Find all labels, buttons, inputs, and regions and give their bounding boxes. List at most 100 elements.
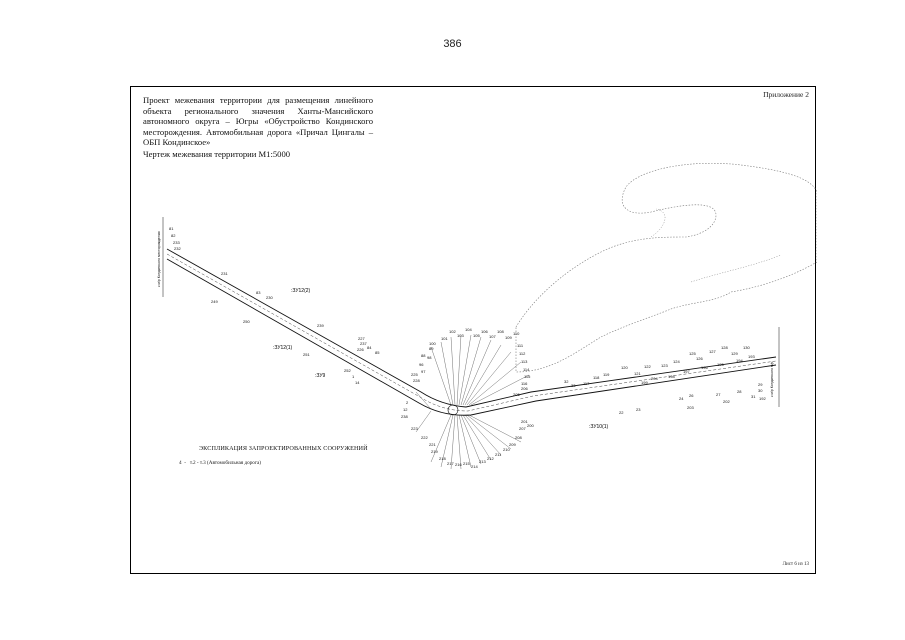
point-label: 124 [673,359,680,364]
point-label: 204 [651,376,658,381]
point-label: 227 [358,336,365,341]
point-label: 128 [721,345,728,350]
point-label: 126 [696,356,703,361]
scale-line: Чертеж межевания территории М1:5000 [143,148,291,159]
drawing-sheet: Проект межевания территории для размещен… [130,86,817,574]
point-label: 121 [634,371,641,376]
point-label: 219 [431,449,438,454]
point-label: 202 [723,399,730,404]
point-label: 119 [603,372,610,377]
point-label: 225 [411,372,418,377]
point-label: 193 [748,354,755,359]
point-label: 103 [457,333,464,338]
point-label: 228 [413,378,420,383]
point-label: 230 [266,295,273,300]
point-label: 216 [455,462,462,467]
point-label: 89 [429,346,434,351]
point-label: 211 [495,452,502,457]
point-label: 81 [169,226,174,231]
point-label: 207 [519,426,526,431]
point-label: 201 [521,419,528,424]
junction-leaders [415,334,530,470]
point-label: 195 [717,362,724,367]
sheet-number: Лист 6 из 13 [782,562,809,567]
legend-title: ЭКСПЛИКАЦИЯ ЗАПРОЕКТИРОВАННЫХ СООРУЖЕНИЙ [199,445,368,452]
point-label: 31 [751,394,756,399]
point-label: 113 [521,359,528,364]
point-label: 208 [515,435,522,440]
point-label: 96 [419,362,424,367]
point-label: 223 [411,426,418,431]
legend-item-number: 4 [179,460,182,466]
point-label: 118 [593,375,600,380]
point-label: 102 [449,329,456,334]
point-label: 120 [621,365,628,370]
point-label: 221 [429,442,436,447]
survey-drawing: :ЗУ12(2) :ЗУ12(1) :ЗУ9 :ЗУ10(1) к м/р Ко… [157,162,817,470]
legend-item-text: т.2 - т.3 (Автомобильная дорога) [189,460,262,466]
point-label: 98 [427,355,432,360]
edge-text-left: к м/р Кондинского месторождения [157,231,161,287]
parcel-label: :ЗУ12(1) [273,345,293,351]
point-label: 22 [619,410,624,415]
point-label: 213 [479,459,486,464]
point-label: 232 [174,246,181,251]
point-label: 212 [487,456,494,461]
point-label: 192 [759,396,766,401]
point-label: 251 [303,352,310,357]
point-label: 117 [583,381,590,386]
point-label: 29 [758,382,763,387]
point-label: 84 [367,345,372,350]
point-label: 231 [221,271,228,276]
point-label: 110 [513,331,520,336]
point-label: 129 [731,351,738,356]
point-label: 30 [758,388,763,393]
point-label: 130 [743,345,750,350]
point-label: 106 [481,329,488,334]
point-label: 239 [317,323,324,328]
legend-item-dash: - [182,460,189,466]
point-label: 237 [360,341,367,346]
point-label: 97 [421,369,426,374]
legend-item: 4 - т.2 - т.3 (Автомобильная дорога) [179,460,261,466]
point-label: 111 [517,343,524,348]
point-label: 108 [497,329,504,334]
point-label: 209 [509,442,516,447]
point-label: 252 [344,368,351,373]
point-label: 218 [439,456,446,461]
point-label: 127 [709,349,716,354]
parcel-label: :ЗУ10(1) [589,424,609,430]
point-label: 88 [421,353,426,358]
point-label: 194 [736,358,743,363]
point-label: 27 [716,392,721,397]
terrain-contour-inner [650,208,782,283]
point-label: 116 [521,381,528,386]
point-label: 122 [644,364,651,369]
point-label: 100 [429,341,436,346]
point-label: 109 [505,335,512,340]
point-label: 32 [564,379,569,384]
point-label: 249 [211,299,218,304]
point-label: 200 [527,423,534,428]
point-label: 1 [352,374,355,379]
road-corridor [166,248,777,416]
sheet-title: Проект межевания территории для размещен… [143,95,373,148]
page-number: 386 [443,38,462,50]
point-label: 112 [519,351,526,356]
point-label: 203 [687,405,694,410]
point-label: 222 [421,435,428,440]
point-label: 114 [523,367,530,372]
point-label: 123 [661,363,668,368]
point-label: 238 [401,414,408,419]
point-label: 107 [489,334,496,339]
terrain-contour [515,162,817,373]
point-label: 101 [441,336,448,341]
point-label: 14 [355,380,360,385]
point-label: 217 [447,461,454,466]
road-edge-outer [166,248,777,408]
point-label: 198 [668,374,675,379]
point-label: 85 [375,350,380,355]
point-label: 12 [403,407,408,412]
point-label: 196 [701,365,708,370]
point-label: 250 [243,319,250,324]
